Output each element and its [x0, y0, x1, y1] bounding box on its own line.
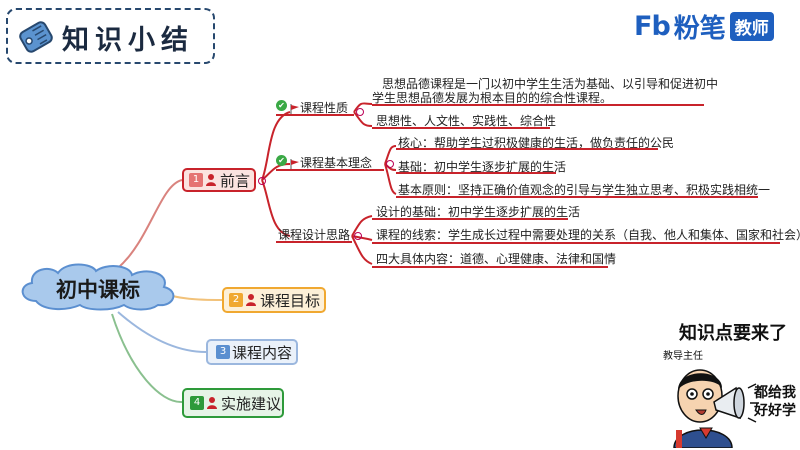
philosophy-item: 核心：帮助学生过积极健康的生活，做负责任的公民: [398, 136, 675, 150]
nature-item: 思想品德课程是一门以初中学生生活为基础、以引导和促进初中: [382, 77, 719, 91]
nature-item: 思想性、人文性、实践性、综合性: [376, 114, 557, 128]
underline: [372, 218, 568, 220]
teacher-headline: 知识点要来了: [679, 323, 787, 344]
header-frame: [6, 8, 215, 64]
design-item: 四大具体内容：道德、心理健康、法律和国情: [376, 252, 617, 266]
flag-icon: [290, 100, 300, 115]
branch-goals[interactable]: 2 课程目标: [222, 287, 326, 313]
collapse-toggle[interactable]: [258, 177, 266, 185]
teacher-speech: 都给我好好学: [754, 385, 796, 419]
node-design[interactable]: 课程设计思路: [278, 228, 351, 242]
branch-suggestions[interactable]: 4 实施建议: [182, 388, 284, 418]
branch-preface[interactable]: 1 前言: [182, 168, 256, 192]
logo-name: 粉笔: [673, 14, 726, 44]
collapse-toggle[interactable]: [354, 232, 362, 240]
nature-item: 学生思想品德发展为根本目的的综合性课程。: [372, 91, 613, 105]
teacher-illustration: [673, 369, 759, 448]
collapse-toggle[interactable]: [386, 160, 394, 168]
philosophy-item: 基础：初中学生逐步扩展的生活: [398, 160, 567, 174]
philosophy-item: 基本原则：坚持正确价值观念的引导与学生独立思考、积极实践相统一: [398, 183, 771, 197]
branch-label: 前言: [220, 171, 251, 190]
underline: [372, 242, 780, 244]
teacher-role: 教导主任: [663, 351, 703, 362]
node-nature[interactable]: 课程性质: [300, 101, 349, 115]
collapse-toggle[interactable]: [356, 108, 364, 116]
nature-icons: ✔: [276, 100, 303, 115]
underline: [396, 172, 556, 174]
root-label: 初中课标: [56, 278, 140, 302]
branch-label: 课程内容: [232, 343, 293, 362]
person-icon: [205, 173, 217, 187]
underline: [276, 169, 384, 171]
branch-label: 课程目标: [260, 291, 321, 310]
logo-mark: Fb: [634, 11, 671, 42]
branch-number: 3: [216, 345, 230, 359]
branch-number: 4: [190, 396, 204, 410]
person-icon: [245, 293, 257, 307]
branch-content[interactable]: 3 课程内容: [206, 339, 298, 365]
underline: [372, 104, 704, 106]
node-philosophy[interactable]: 课程基本理念: [300, 156, 373, 170]
design-item: 设计的基础：初中学生逐步扩展的生活: [376, 205, 581, 219]
logo-badge: 教师: [729, 12, 774, 41]
flag-icon: [290, 155, 300, 170]
underline: [372, 266, 608, 268]
branch-number: 1: [189, 173, 203, 187]
branch-number: 2: [229, 293, 243, 307]
page-title: 知识小结: [62, 25, 194, 56]
check-icon: ✔: [276, 155, 287, 166]
underline: [396, 196, 758, 198]
underline: [276, 114, 354, 116]
brand-logo: Fb 粉笔 教师: [634, 8, 774, 45]
tag-icon: [19, 21, 53, 53]
person-icon: [206, 396, 218, 410]
branch-label: 实施建议: [221, 394, 282, 413]
root-cloud[interactable]: [14, 261, 182, 311]
design-item: 课程的线索：学生成长过程中需要处理的关系（自我、他人和集体、国家和社会）: [376, 228, 800, 242]
underline: [396, 148, 658, 150]
underline: [372, 127, 550, 129]
check-icon: ✔: [276, 100, 287, 111]
underline: [276, 241, 352, 243]
philosophy-icons: ✔: [276, 155, 303, 170]
